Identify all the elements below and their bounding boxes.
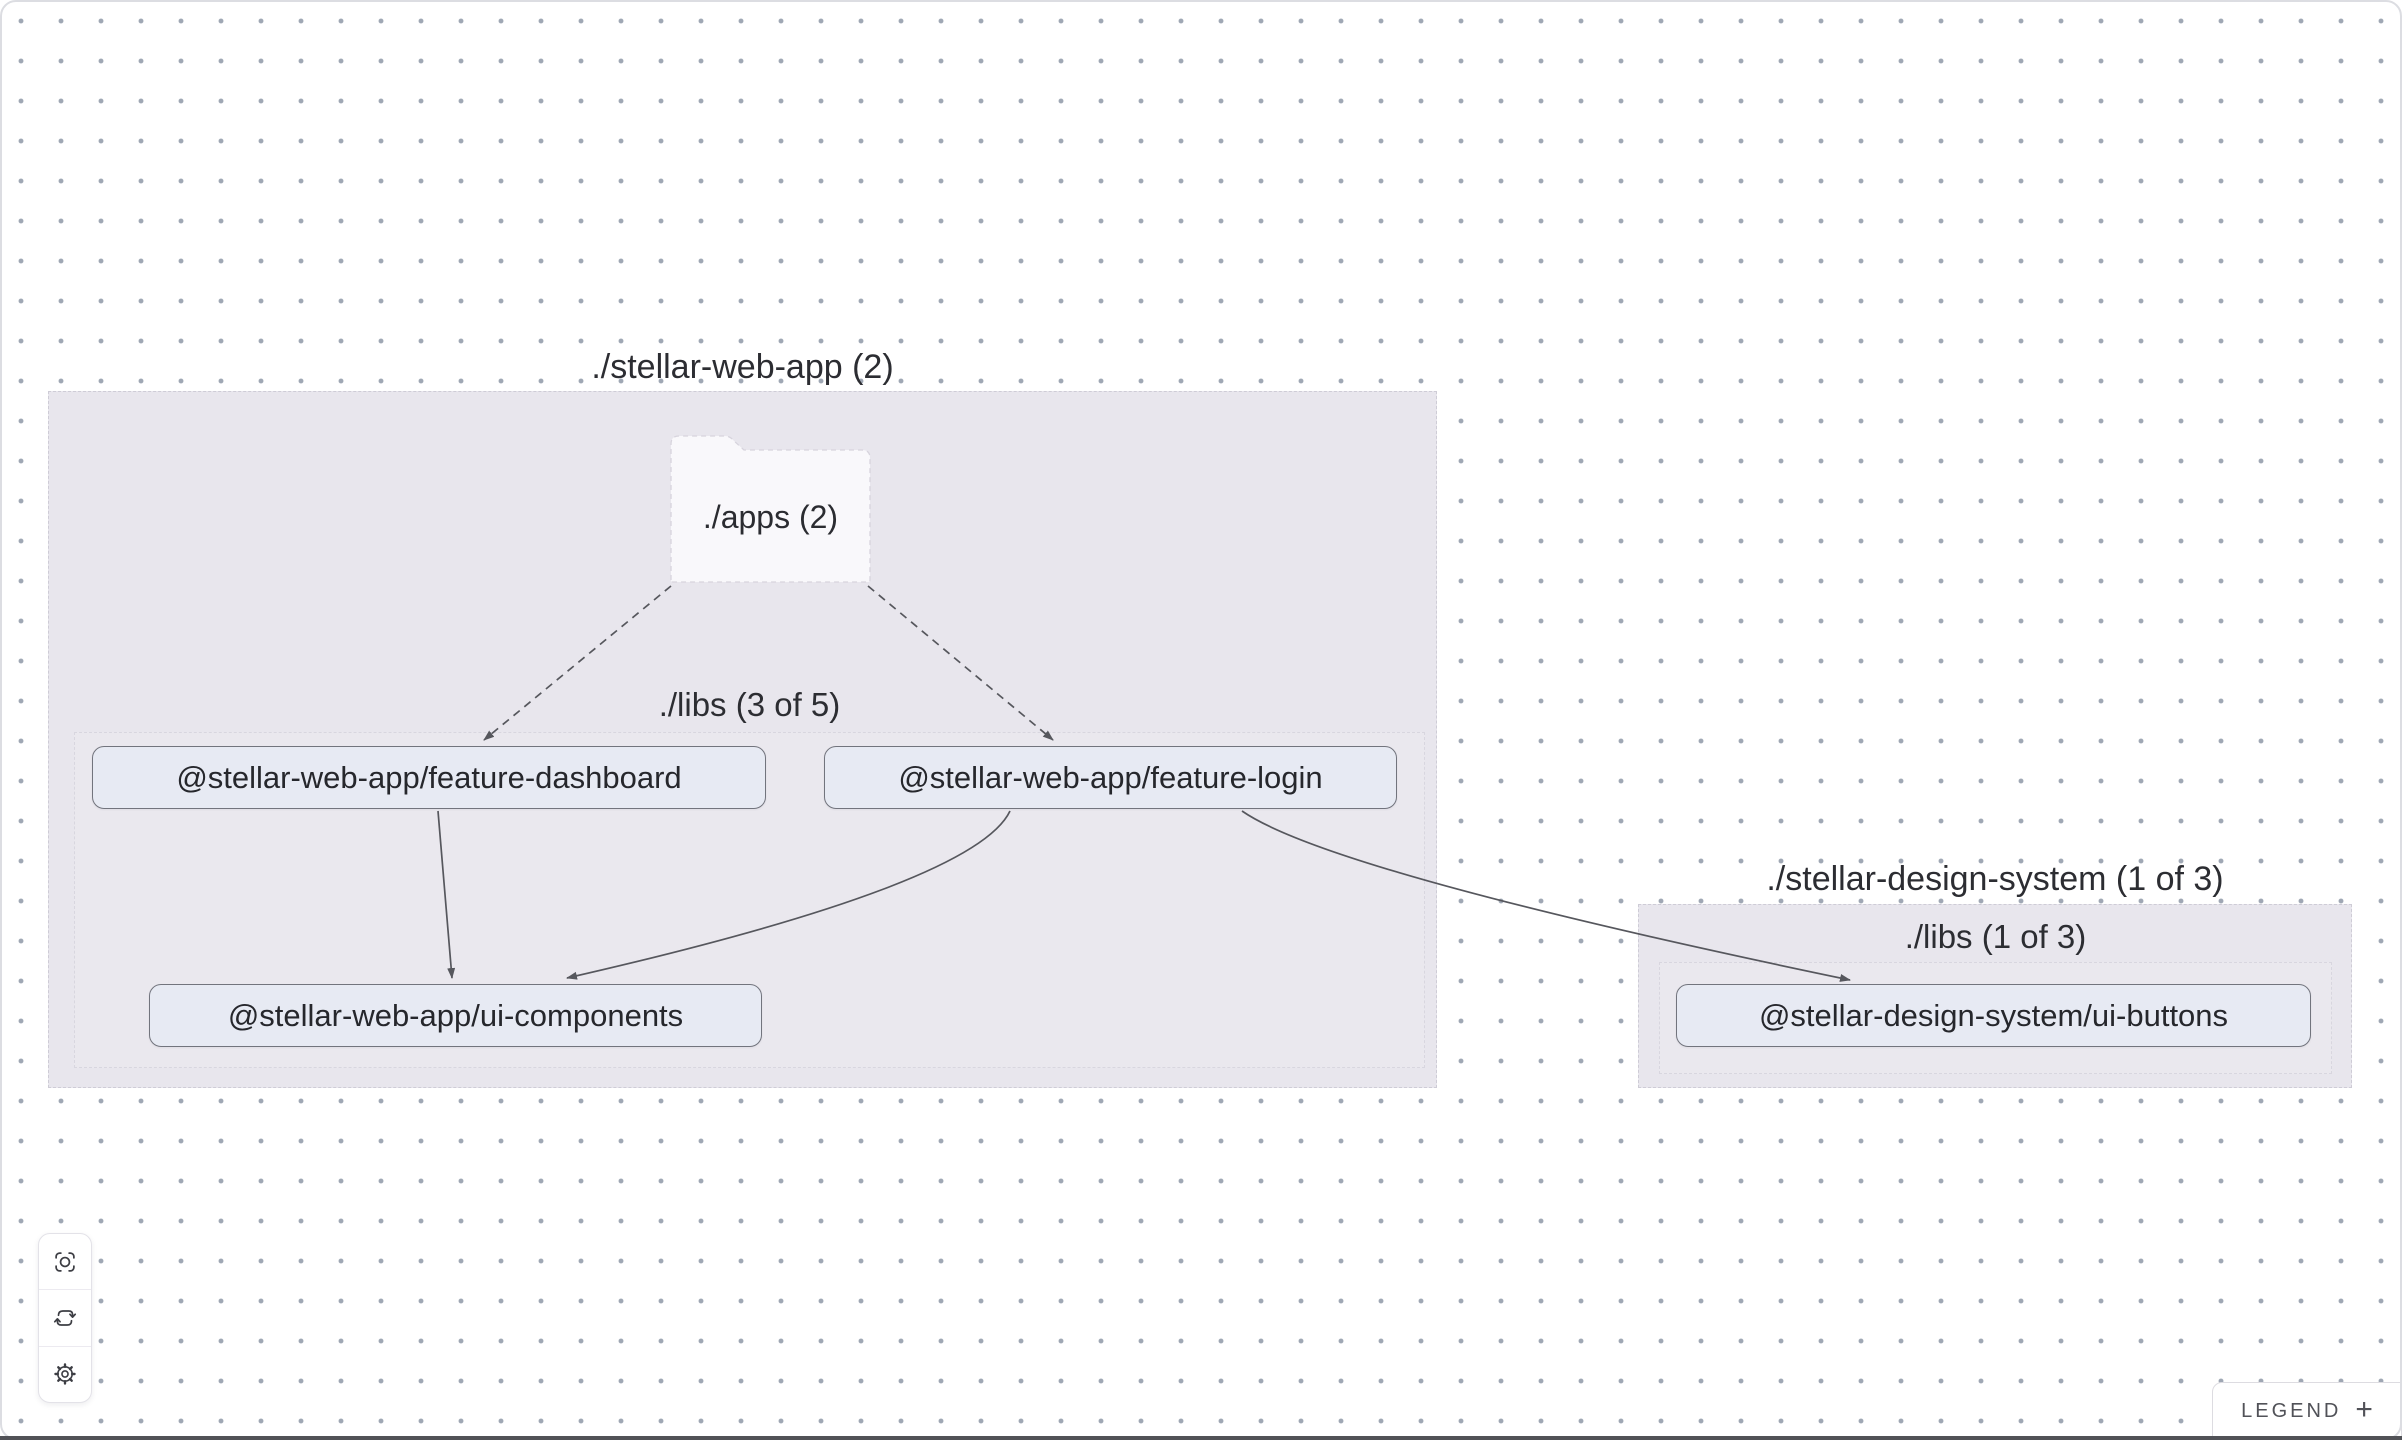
edge-apps-to-feature-dashboard[interactable] bbox=[483, 585, 672, 741]
refresh-cycle-icon bbox=[53, 1310, 77, 1326]
crosshair-focus-icon bbox=[55, 1251, 75, 1272]
focus-button[interactable] bbox=[39, 1234, 91, 1289]
legend-label: LEGEND bbox=[2241, 1399, 2342, 1422]
refresh-button[interactable] bbox=[39, 1289, 91, 1345]
edge-feature-login-to-ui-buttons[interactable] bbox=[1241, 810, 1851, 982]
folder-node-apps[interactable]: ./apps (2) bbox=[668, 433, 873, 584]
edge-feature-login-to-ui-components[interactable] bbox=[566, 810, 1011, 980]
edge-feature-dashboard-to-ui-components[interactable] bbox=[437, 810, 456, 979]
graph-toolbar bbox=[38, 1233, 92, 1403]
group-title-stellar-design-system: ./stellar-design-system (1 of 3) bbox=[1766, 860, 2224, 898]
gear-icon bbox=[54, 1363, 76, 1386]
project-node-ui-components[interactable]: @stellar-web-app/ui-components bbox=[149, 984, 762, 1047]
window-bottom-edge bbox=[0, 1436, 2402, 1440]
project-node-feature-login[interactable]: @stellar-web-app/feature-login bbox=[824, 746, 1397, 809]
legend-toggle-button[interactable]: LEGEND + bbox=[2212, 1382, 2402, 1440]
edge-apps-to-feature-login[interactable] bbox=[867, 585, 1054, 741]
plus-icon: + bbox=[2355, 1392, 2373, 1426]
group-title-stellar-web-app: ./stellar-web-app (2) bbox=[591, 348, 894, 386]
project-node-ui-buttons[interactable]: @stellar-design-system/ui-buttons bbox=[1676, 984, 2311, 1047]
folder-icon bbox=[670, 435, 871, 583]
group-label-web-app-libs: ./libs (3 of 5) bbox=[658, 686, 841, 723]
group-label-design-system-libs: ./libs (1 of 3) bbox=[1904, 918, 2087, 955]
folder-label: ./apps (2) bbox=[702, 498, 839, 535]
settings-button[interactable] bbox=[39, 1345, 91, 1402]
project-node-feature-dashboard[interactable]: @stellar-web-app/feature-dashboard bbox=[92, 746, 766, 809]
